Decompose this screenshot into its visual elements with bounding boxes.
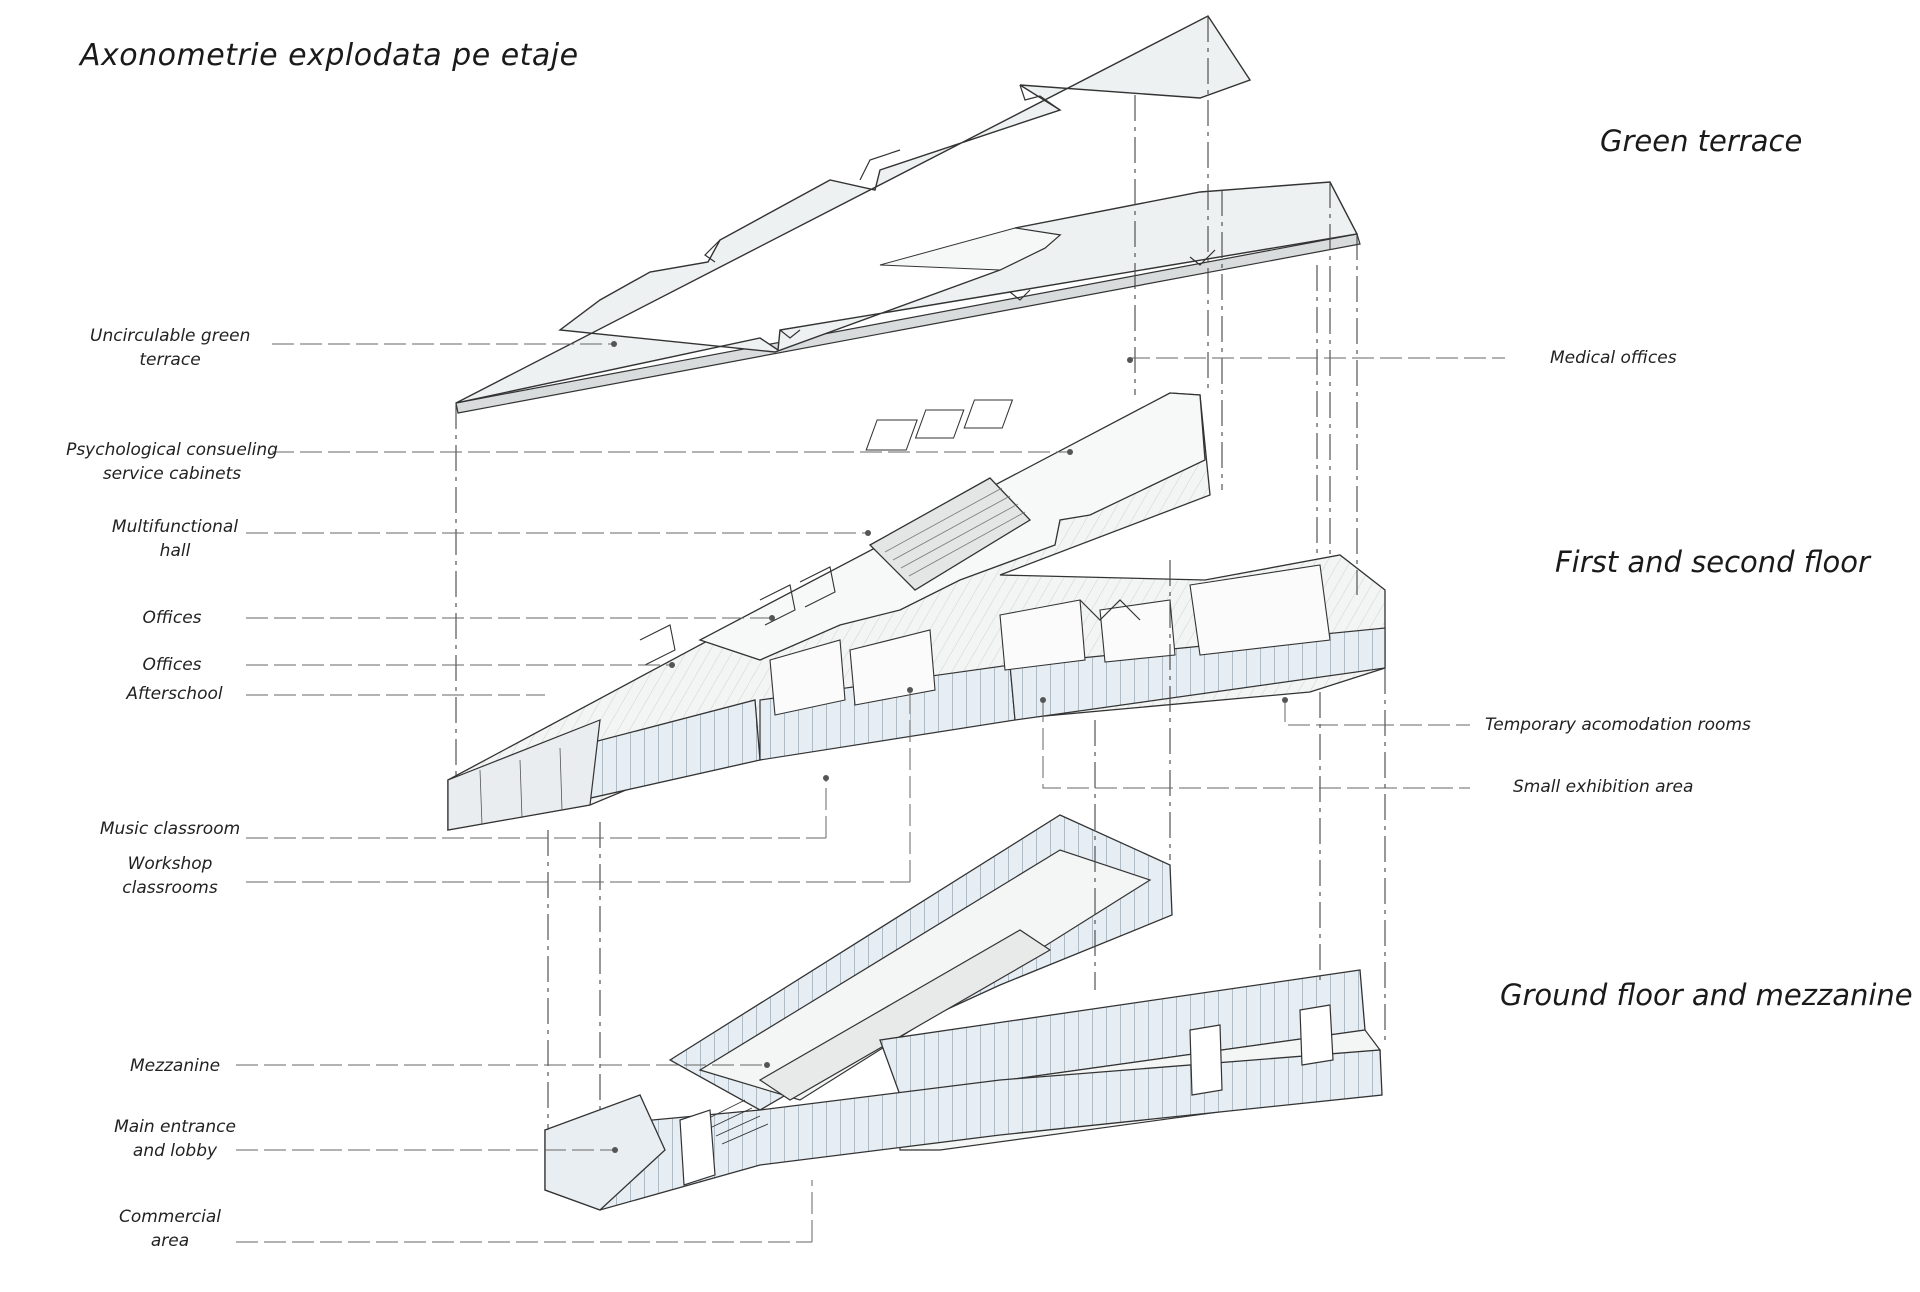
label-entrance: Main entrance and lobby bbox=[100, 1115, 250, 1163]
label-commercial-line2: area bbox=[150, 1231, 190, 1251]
label-commercial: Commercial area bbox=[105, 1205, 235, 1253]
label-entrance-line2: and lobby bbox=[132, 1141, 218, 1161]
label-offices-1: Offices bbox=[142, 608, 202, 628]
leader-dots bbox=[611, 341, 1288, 1153]
level-label-ground: Ground floor and mezzanine bbox=[1500, 978, 1913, 1012]
projection-lines bbox=[455, 16, 1386, 1130]
label-commercial-line1: Commercial bbox=[118, 1207, 222, 1227]
label-psych: Psychological consueling service cabinet… bbox=[62, 438, 282, 486]
green-terrace-slab bbox=[455, 15, 1361, 414]
label-temporary: Temporary acomodation rooms bbox=[1485, 715, 1751, 735]
label-multifunctional: Multifunctional hall bbox=[100, 515, 250, 563]
label-workshop: Workshop classrooms bbox=[100, 852, 240, 900]
ground-floor bbox=[544, 814, 1383, 1211]
label-offices-2: Offices bbox=[142, 655, 202, 675]
label-psych-line1: Psychological consueling bbox=[66, 440, 278, 460]
label-psych-line2: service cabinets bbox=[102, 464, 242, 484]
label-mezzanine: Mezzanine bbox=[129, 1056, 221, 1076]
label-music: Music classroom bbox=[99, 819, 241, 839]
label-afterschool: Afterschool bbox=[126, 684, 223, 704]
leader-lines bbox=[236, 343, 1505, 1243]
label-green-terrace: Uncirculable green terrace bbox=[90, 324, 250, 372]
label-medical: Medical offices bbox=[1550, 348, 1677, 368]
grand-stair bbox=[704, 1099, 769, 1145]
label-green-terrace-line2: terrace bbox=[139, 350, 201, 370]
first-second-floor bbox=[447, 392, 1386, 831]
multifunctional-hall bbox=[868, 477, 1032, 591]
diagram-title: Axonometrie explodata pe etaje bbox=[80, 38, 579, 73]
entrance-lobby bbox=[544, 1094, 666, 1211]
label-multi-line2: hall bbox=[159, 541, 191, 561]
level-label-first-second: First and second floor bbox=[1555, 545, 1870, 579]
terrace-edge bbox=[455, 233, 1361, 414]
terrace-top bbox=[455, 15, 1359, 404]
level-label-terrace: Green terrace bbox=[1600, 124, 1803, 158]
label-workshop-line2: classrooms bbox=[122, 878, 218, 898]
label-green-terrace-line1: Uncirculable green bbox=[90, 326, 251, 346]
label-multi-line1: Multifunctional bbox=[111, 517, 239, 537]
label-entrance-line1: Main entrance bbox=[114, 1117, 236, 1137]
label-workshop-line1: Workshop bbox=[127, 854, 213, 874]
label-exhibition: Small exhibition area bbox=[1513, 777, 1694, 797]
ground-upper-slab bbox=[698, 849, 1152, 1101]
mezzanine-ramp bbox=[758, 929, 1052, 1101]
